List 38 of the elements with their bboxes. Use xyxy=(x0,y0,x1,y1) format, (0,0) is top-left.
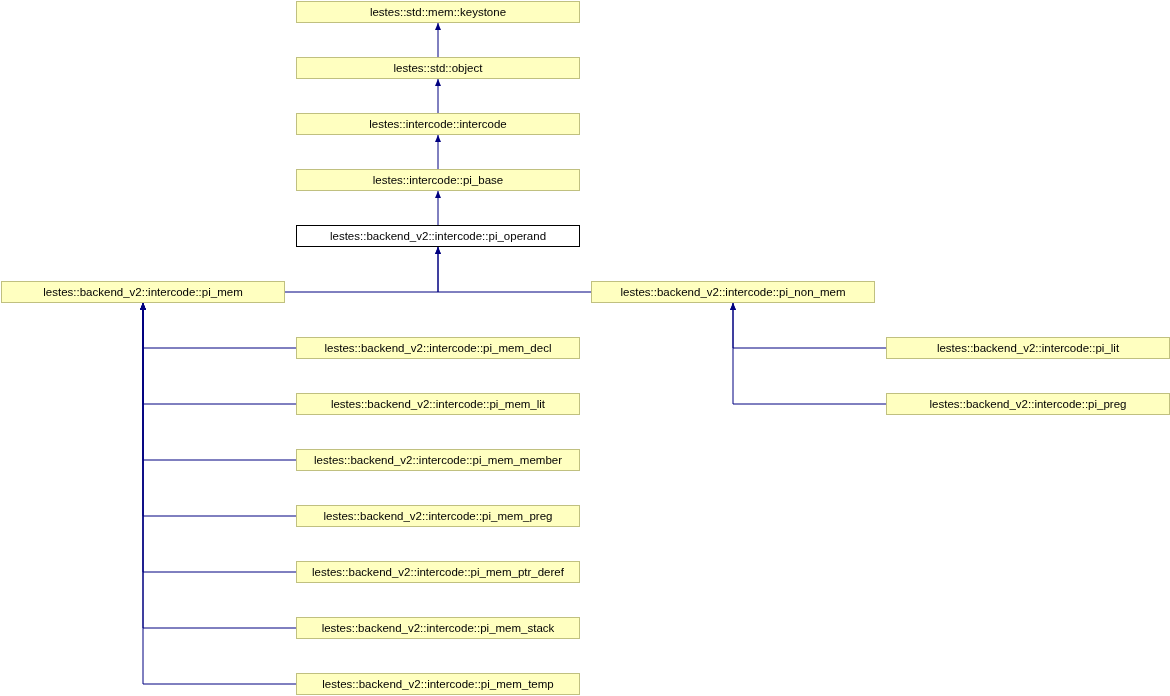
class-box xyxy=(296,617,580,639)
class-box xyxy=(1,281,285,303)
class-box xyxy=(296,673,580,695)
class-name: lestes::intercode::intercode xyxy=(369,118,507,130)
class-box xyxy=(886,393,1170,415)
class-name: lestes::std::object xyxy=(393,62,483,74)
class-box xyxy=(296,337,580,359)
inheritance-arrow xyxy=(435,78,441,114)
class-box xyxy=(296,225,580,247)
class-name: lestes::backend_v2::intercode::pi_mem xyxy=(43,286,243,298)
class-box xyxy=(296,449,580,471)
class-name: lestes::backend_v2::intercode::pi_non_mem xyxy=(620,286,846,298)
class-name: lestes::intercode::pi_base xyxy=(372,174,504,186)
class-box xyxy=(886,337,1170,359)
class-box xyxy=(296,169,580,191)
class-name: lestes::backend_v2::intercode::pi_lit xyxy=(936,342,1120,354)
class-name: lestes::backend_v2::intercode::pi_mem_lit xyxy=(330,398,546,410)
inheritance-arrow xyxy=(435,134,441,170)
class-box xyxy=(296,1,580,23)
class-name: lestes::backend_v2::intercode::pi_mem_stack xyxy=(321,622,555,634)
class-box xyxy=(296,561,580,583)
class-name: lestes::backend_v2::intercode::pi_mem_member xyxy=(314,454,562,466)
class-name: lestes::backend_v2::intercode::pi_mem_decl xyxy=(324,342,552,354)
inheritance-arrow xyxy=(435,22,441,58)
inheritance-arrow xyxy=(435,190,441,226)
inheritance-arrow xyxy=(730,302,887,405)
class-box xyxy=(296,57,580,79)
class-name: lestes::backend_v2::intercode::pi_operand xyxy=(329,230,547,242)
class-name: lestes::backend_v2::intercode::pi_mem_temp xyxy=(322,678,554,690)
class-name: lestes::std::mem::keystone xyxy=(369,6,507,18)
class-box xyxy=(296,393,580,415)
inheritance-arrow xyxy=(435,246,592,293)
class-name: lestes::backend_v2::intercode::pi_preg xyxy=(929,398,1127,410)
class-box xyxy=(591,281,875,303)
class-box xyxy=(296,113,580,135)
class-name: lestes::backend_v2::intercode::pi_mem_ptr_deref xyxy=(312,566,564,578)
class-box xyxy=(296,505,580,527)
class-name: lestes::backend_v2::intercode::pi_mem_preg xyxy=(323,510,553,522)
